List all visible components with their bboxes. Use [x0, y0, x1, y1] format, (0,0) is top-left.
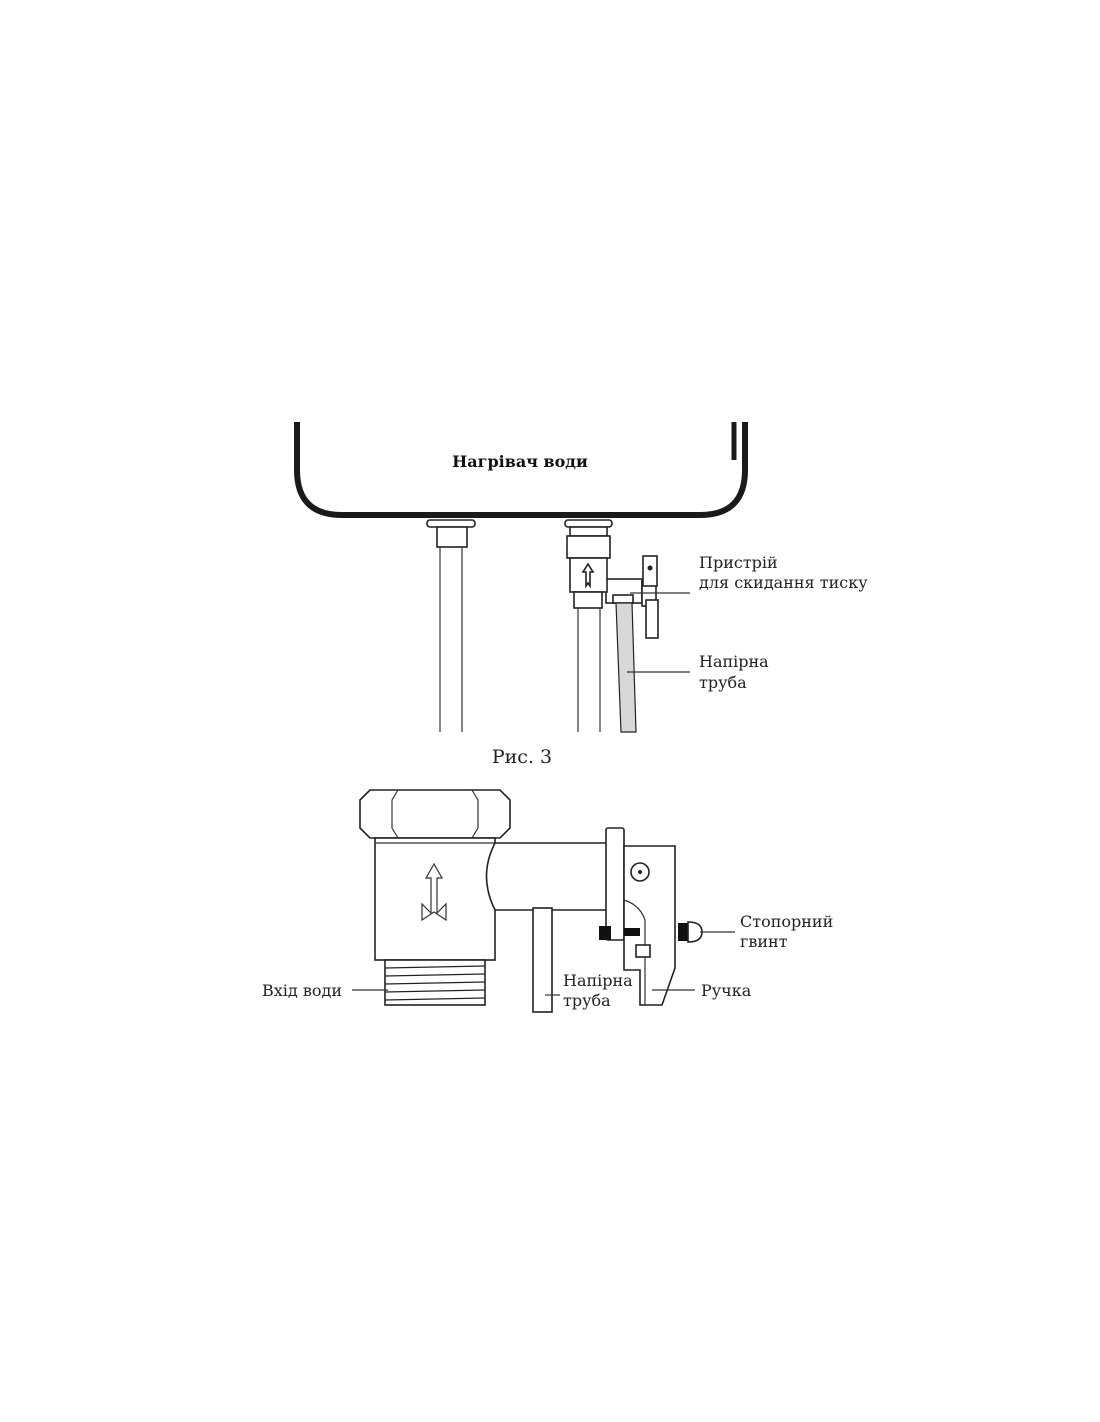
handle-label: Ручка	[701, 981, 752, 1000]
valve-label-line2: для скидання тиску	[699, 573, 868, 592]
valve-label-line1: Пристрій	[699, 553, 778, 572]
screw-label-line2: гвинт	[740, 932, 788, 951]
pipe2-label-line2: труба	[563, 991, 611, 1010]
inlet-label: Вхід води	[262, 981, 342, 1000]
figure-caption: Рис. 3	[492, 746, 552, 768]
pressure-relief-valve-detail	[359, 789, 703, 1013]
water-heater-tank	[294, 422, 748, 518]
cold-inlet-pipe	[426, 519, 476, 732]
pressure-relief-valve-small	[564, 519, 659, 733]
heater-label: Нагрівач води	[452, 452, 588, 471]
pipe2-label-line1: Напірна	[563, 971, 633, 990]
screw-label-line1: Стопорний	[740, 912, 833, 931]
pipe-label-line1: Напірна	[699, 652, 769, 671]
pipe-label-line2: труба	[699, 673, 747, 692]
